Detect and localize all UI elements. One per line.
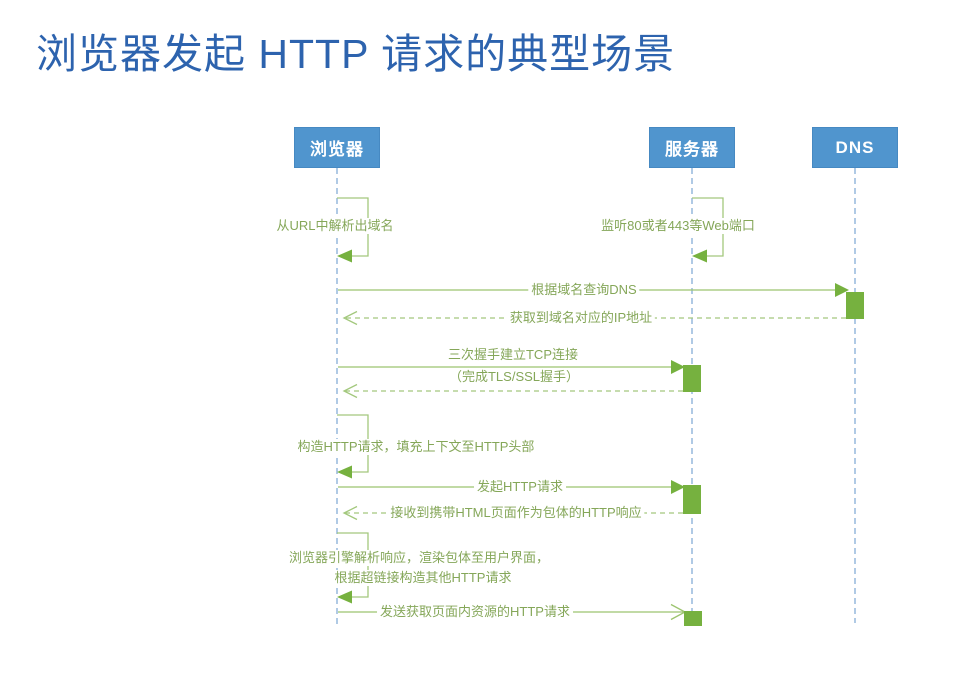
dns-activation-bar: [846, 292, 864, 319]
actor-server-label: 服务器: [665, 140, 719, 159]
loop-arrowhead: [692, 249, 707, 263]
actor-dns: DNS: [812, 127, 898, 168]
loop-arrowhead: [337, 590, 352, 604]
browser-self-loop-render: [337, 532, 369, 604]
label-tcp-line1: 三次握手建立TCP连接: [447, 347, 579, 362]
server-activation-bar-http: [683, 485, 701, 514]
label-tcp-line2: （完成TLS/SSL握手）: [448, 369, 580, 384]
loop-arrowhead: [337, 249, 352, 263]
actor-browser-label: 浏览器: [310, 140, 364, 159]
label-dns-query: 根据域名查询DNS: [528, 282, 640, 298]
label-build-request: 构造HTTP请求，填充上下文至HTTP头部: [294, 439, 538, 455]
arrow-dns-reply: [342, 310, 846, 326]
label-parse-url: 从URL中解析出域名: [273, 218, 397, 234]
label-fetch-resources: 发送获取页面内资源的HTTP请求: [377, 604, 573, 620]
server-activation-bar-tcp: [683, 365, 701, 392]
arrow-tcp-return: [342, 383, 683, 399]
arrow-tcp-handshake: [338, 360, 701, 392]
open-arrowhead: [342, 383, 358, 399]
label-send-request: 发起HTTP请求: [474, 479, 566, 495]
label-render-line1: 浏览器引擎解析响应，渲染包体至用户界面，: [285, 550, 553, 566]
solid-arrowhead: [671, 480, 685, 494]
actor-browser: 浏览器: [294, 127, 380, 168]
label-listen-ports: 监听80或者443等Web端口: [598, 218, 758, 234]
loop-arrowhead: [337, 465, 352, 479]
actor-dns-label: DNS: [835, 137, 875, 157]
label-dns-reply: 获取到域名对应的IP地址: [506, 310, 656, 326]
solid-arrowhead: [671, 360, 685, 374]
server-activation-block: [684, 611, 702, 626]
actor-server: 服务器: [649, 127, 735, 168]
open-arrowhead: [342, 505, 358, 521]
label-receive-response: 接收到携带HTML页面作为包体的HTTP响应: [387, 505, 645, 521]
label-render-line2: 根据超链接构造其他HTTP请求: [331, 570, 515, 586]
solid-arrowhead: [835, 283, 849, 297]
page-title: 浏览器发起 HTTP 请求的典型场景: [36, 31, 676, 77]
open-arrowhead: [342, 310, 358, 326]
